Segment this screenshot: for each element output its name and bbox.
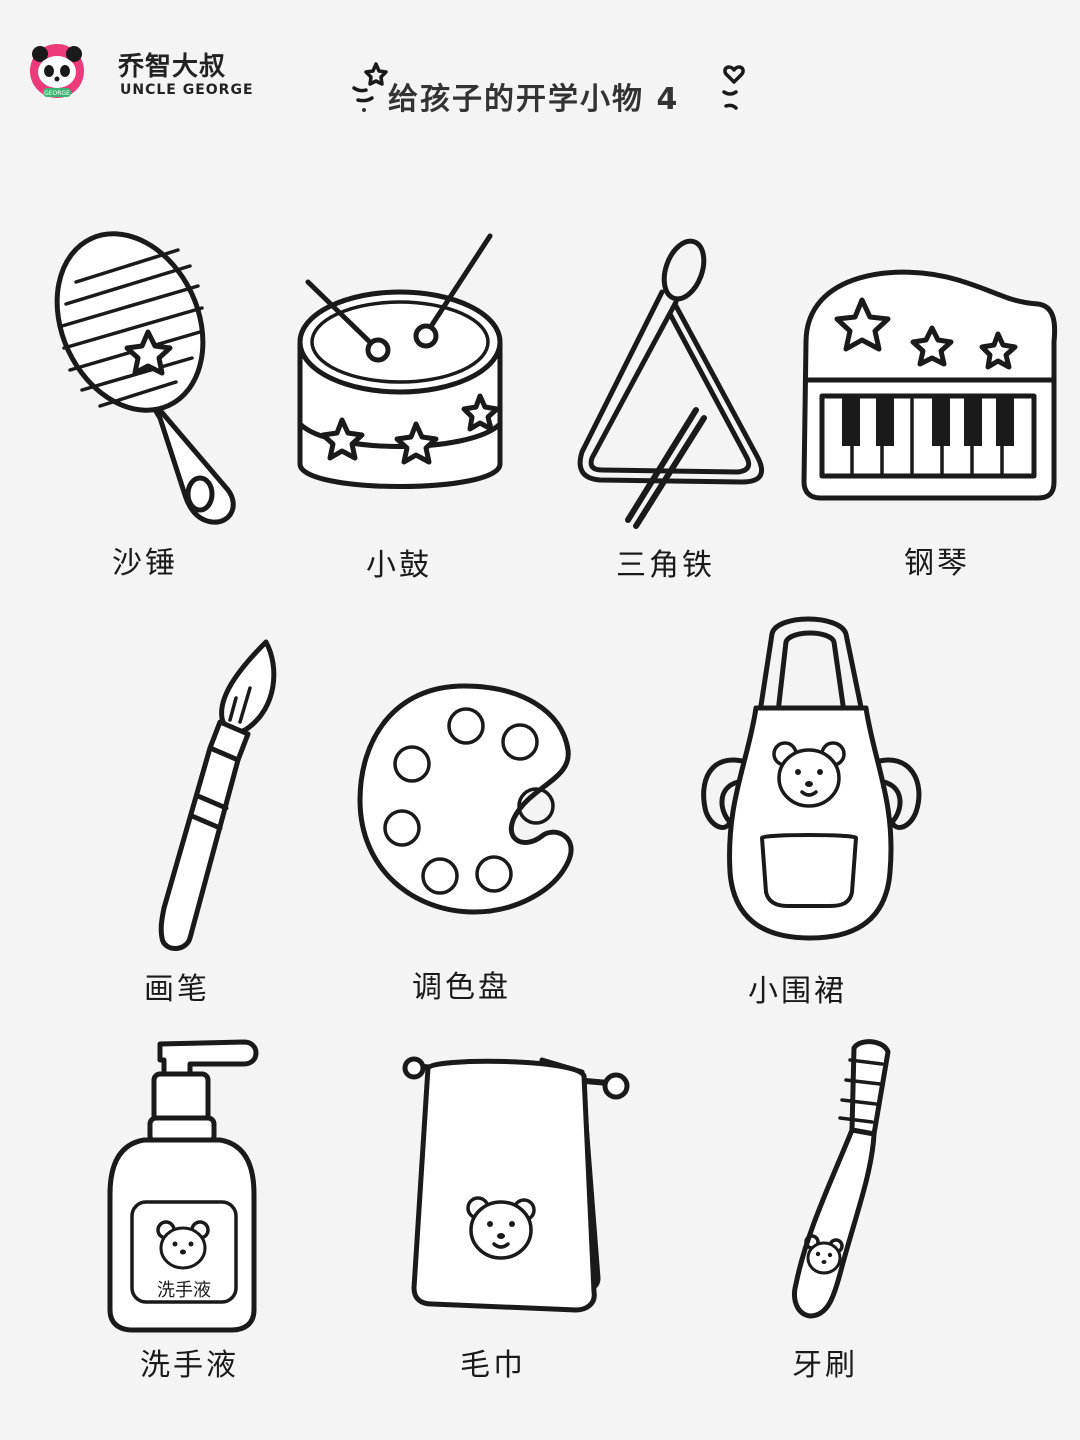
bottle-label-text: 洗手液 <box>157 1280 211 1301</box>
item-towel: 毛巾 <box>402 1048 632 1388</box>
item-toothbrush: 牙刷 <box>780 1034 920 1394</box>
item-label-toothbrush: 牙刷 <box>792 1348 858 1383</box>
item-triangle: 三角铁 <box>566 232 786 592</box>
page-title-area: 给孩子的开学小物 4 <box>348 56 748 126</box>
brand-logo: GEORGE 乔智大叔 UNCLE GEORGE <box>26 40 253 102</box>
item-apron: 小围裙 <box>690 612 930 1012</box>
item-label-towel: 毛巾 <box>460 1348 526 1383</box>
item-palette: 调色盘 <box>354 680 584 1010</box>
item-label-paintbrush: 画笔 <box>144 972 210 1007</box>
item-label-palette: 调色盘 <box>412 970 511 1005</box>
item-drum: 小鼓 <box>290 224 510 584</box>
item-label-apron: 小围裙 <box>748 974 847 1009</box>
title-decoration-icon <box>352 62 745 112</box>
toothbrush-icon <box>792 1039 891 1319</box>
palette-icon <box>357 683 574 915</box>
apron-icon <box>701 616 922 941</box>
page-title: 给孩子的开学小物 4 <box>388 82 680 117</box>
triangle-instrument-icon <box>577 238 764 529</box>
towel-icon <box>402 1056 630 1313</box>
item-paintbrush: 画笔 <box>140 638 300 1008</box>
hand-soap-icon: 洗手液 <box>107 1039 259 1333</box>
maraca-icon <box>54 231 236 525</box>
item-label-drum: 小鼓 <box>366 548 432 583</box>
logo-badge-text: GEORGE <box>44 90 70 97</box>
item-maraca: 沙锤 <box>48 222 248 582</box>
toy-piano-icon <box>801 269 1058 501</box>
item-piano: 钢琴 <box>798 262 1058 582</box>
logo-english-name: UNCLE GEORGE <box>120 82 254 98</box>
drum-icon <box>297 233 503 489</box>
item-label-piano: 钢琴 <box>904 546 970 581</box>
item-hand-soap: 洗手液 洗手液 <box>104 1034 274 1394</box>
panda-badge-icon: GEORGE <box>30 44 84 98</box>
logo-chinese-name: 乔智大叔 <box>118 52 227 82</box>
item-label-triangle: 三角铁 <box>616 548 715 583</box>
item-label-hand-soap: 洗手液 <box>140 1348 239 1383</box>
item-label-maraca: 沙锤 <box>112 546 178 581</box>
paintbrush-icon <box>158 639 277 951</box>
